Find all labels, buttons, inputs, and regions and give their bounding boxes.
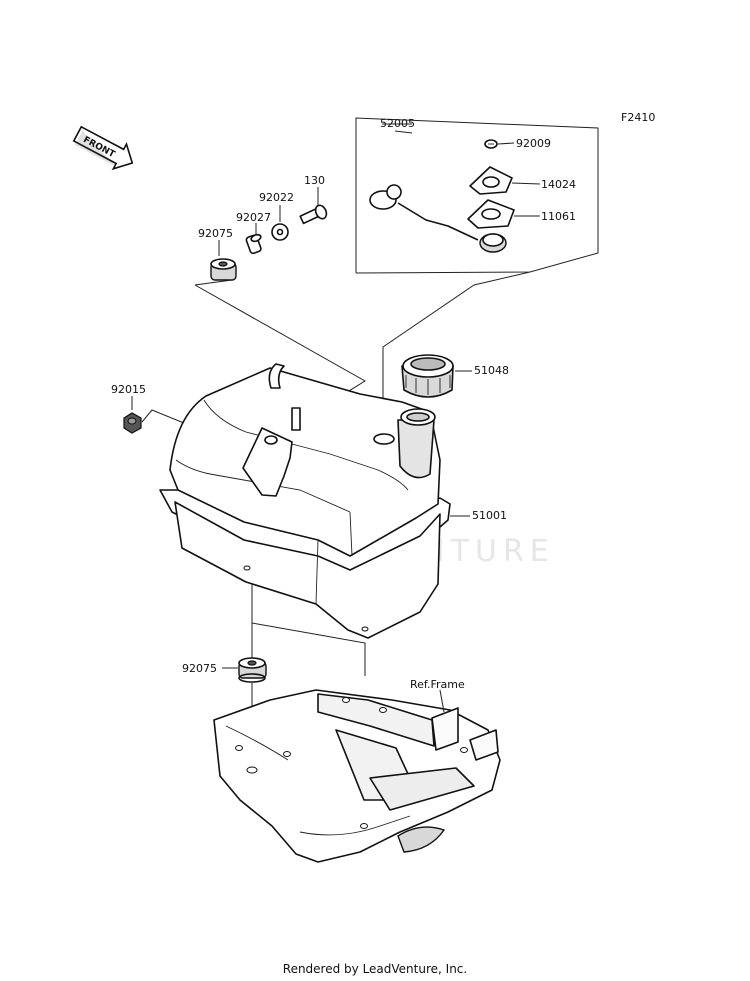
label-51001: 51001 (472, 509, 507, 522)
washer-92022 (271, 223, 289, 241)
label-14024: 14024 (541, 178, 576, 191)
fuel-sender-unit (369, 184, 507, 253)
label-ref-frame: Ref.Frame (410, 678, 465, 691)
label-92075-bottom: 92075 (182, 662, 217, 675)
label-92027: 92027 (236, 211, 271, 224)
frame-reference (213, 689, 501, 863)
grommet-92075-top (210, 258, 237, 281)
bolt-130 (299, 204, 328, 225)
front-arrow-icon: FRONT (72, 125, 134, 171)
plate-14024 (469, 166, 513, 195)
label-92015: 92015 (111, 383, 146, 396)
fuel-tank-51001 (159, 363, 451, 639)
label-130: 130 (304, 174, 325, 187)
label-92075-top: 92075 (198, 227, 233, 240)
label-92022: 92022 (259, 191, 294, 204)
label-52005: 52005 (380, 117, 415, 130)
screw-92009 (484, 139, 498, 149)
grommet-92075-bottom (238, 657, 267, 683)
figure-code: F2410 (621, 111, 655, 124)
nut-92015 (123, 412, 142, 434)
label-51048: 51048 (474, 364, 509, 377)
label-11061: 11061 (541, 210, 576, 223)
fuel-sender-assembly-group: 52005 92009 14024 11061 (355, 117, 599, 274)
collar-92027 (245, 233, 262, 255)
gasket-11061 (467, 199, 515, 229)
footer-credit: Rendered by LeadVenture, Inc. (282, 962, 468, 976)
fuel-cap-51048 (401, 354, 454, 398)
label-92009: 92009 (516, 137, 551, 150)
